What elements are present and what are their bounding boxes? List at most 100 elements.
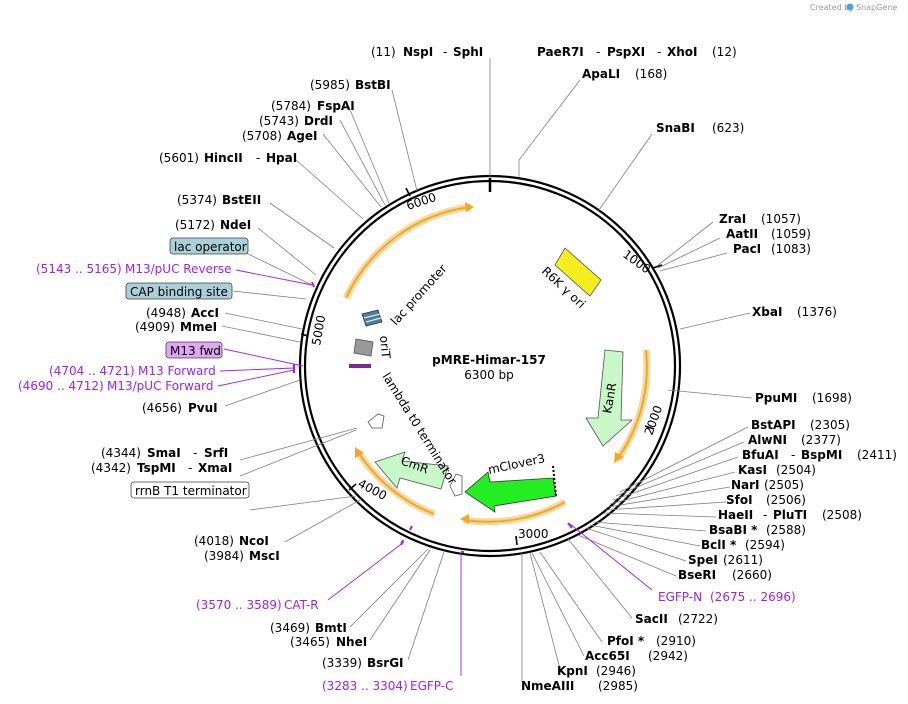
m13-fwd-box — [165, 341, 223, 359]
ndei-label: NdeI — [220, 218, 251, 232]
sacii-position: (2722) — [678, 612, 718, 626]
primer-leader-lines — [217, 269, 653, 676]
sacii-label: SacII — [635, 612, 668, 626]
separator-dash: - — [657, 45, 661, 59]
mmei-position: (4909) — [135, 320, 175, 334]
spei-position: (2611) — [723, 553, 763, 567]
tspmi-label: TspMI — [137, 461, 176, 475]
msci-position: (3984) — [204, 549, 244, 563]
bsrgi-label: BsrGI — [367, 656, 404, 670]
orit-feature — [353, 338, 374, 357]
pluti-label: PluTI — [773, 508, 807, 522]
hpai-label: HpaI — [266, 151, 297, 165]
pfoi-label: PfoI * — [607, 634, 645, 648]
alwni-label: AlwNI — [748, 433, 787, 447]
terminator-arrow-1 — [449, 473, 463, 497]
bspmi-position: (2411) — [857, 448, 897, 462]
m13-puc-forward-position: (4690 .. 4712) — [18, 379, 104, 393]
acc65i-label: Acc65I — [585, 649, 630, 663]
mmei-label: MmeI — [180, 320, 217, 334]
paci-position: (1083) — [771, 242, 811, 256]
bfuai-label: BfuAI — [742, 448, 779, 462]
snabi-position: (623) — [712, 121, 744, 135]
plasmid-size: 6300 bp — [464, 368, 514, 382]
srfi-label: SrfI — [204, 446, 228, 460]
bstbi-position: (5985) — [310, 78, 350, 92]
apali-position: (168) — [635, 67, 667, 81]
ppumi-label: PpuMI — [755, 391, 797, 405]
rrnb-t1-terminator-label: rrnB T1 terminator — [135, 484, 247, 498]
pvui-label: PvuI — [188, 401, 218, 415]
mclover3-label: mClover3 — [487, 451, 546, 477]
kanr-feature — [585, 349, 634, 447]
sphi-label: SphI — [453, 45, 483, 59]
kasi-label: KasI — [738, 463, 767, 477]
hincii-position: (5601) — [159, 151, 199, 165]
aatii-label: AatII — [726, 227, 758, 241]
m13-forward-label: M13 Forward — [138, 364, 216, 378]
xbai-label: XbaI — [752, 305, 782, 319]
bstbi-label: BstBI — [355, 78, 391, 92]
hincii-label: HincII — [204, 151, 243, 165]
mclover3-feature — [464, 471, 557, 513]
egfp-n-label: EGFP-N — [658, 590, 702, 604]
nari-label: NarI — [731, 478, 760, 492]
terminator-arrow-2 — [367, 413, 385, 429]
r6k-ori-feature — [554, 247, 602, 297]
haeii-label: HaeII — [718, 508, 753, 522]
drdi-label: DrdI — [304, 114, 333, 128]
pspxi-label: PspXI — [607, 45, 645, 59]
drdi-position: (5743) — [259, 114, 299, 128]
kanr-label: KanR — [600, 382, 619, 415]
nmeaiii-label: NmeAIII — [521, 679, 574, 693]
leader-lines — [221, 58, 753, 682]
separator-dash: - — [256, 151, 260, 165]
tick-marks — [300, 187, 663, 546]
aatii-position: (1059) — [771, 227, 811, 241]
kpni-label: KpnI — [557, 664, 588, 678]
separator-dash: - — [188, 461, 192, 475]
spei-label: SpeI — [688, 553, 718, 567]
ppumi-position: (1698) — [812, 391, 852, 405]
egfp-n-position: (2675 .. 2696) — [710, 590, 796, 604]
bcli-position: (2594) — [745, 538, 785, 552]
separator-dash: - — [763, 508, 767, 522]
acci-label: AccI — [191, 306, 219, 320]
nspi-position: (11) — [371, 45, 396, 59]
zrai-label: ZraI — [719, 212, 746, 226]
nhei-position: (3465) — [290, 635, 330, 649]
ncoi-label: NcoI — [239, 534, 269, 548]
zrai-position: (1057) — [761, 212, 801, 226]
acc65i-position: (2942) — [648, 649, 688, 663]
alwni-position: (2377) — [801, 433, 841, 447]
lac-promoter-label: lac promoter — [388, 262, 450, 328]
separator-dash: - — [791, 448, 795, 462]
smai-position: (4344) — [101, 446, 141, 460]
bspmi-label: BspMI — [801, 448, 842, 462]
cat-r-position: (3570 .. 3589) — [196, 598, 282, 612]
acci-position: (4948) — [146, 306, 186, 320]
nhei-label: NheI — [336, 635, 367, 649]
snabi-label: SnaBI — [656, 121, 695, 135]
bsteii-label: BstEII — [222, 193, 261, 207]
bsteii-position: (5374) — [177, 193, 217, 207]
sfoi-position: (2506) — [766, 493, 806, 507]
plasmid-name: pMRE-Himar-157 — [432, 353, 546, 367]
kpni-position: (2946) — [596, 664, 636, 678]
paci-label: PacI — [733, 242, 761, 256]
msci-label: MscI — [249, 549, 280, 563]
cmr-feature — [374, 451, 449, 490]
apali-label: ApaLI — [582, 67, 620, 81]
tspmi-position: (4342) — [91, 461, 131, 475]
nari-position: (2505) — [764, 478, 804, 492]
nmeaiii-position: (2985) — [598, 679, 638, 693]
bcli-label: BclI * — [701, 538, 737, 552]
tick-label-5000: 5000 — [309, 314, 328, 347]
ncoi-position: (4018) — [194, 534, 234, 548]
nspi-label: NspI — [403, 45, 433, 59]
orf-arc-top — [342, 203, 471, 300]
bstapi-position: (2305) — [810, 418, 850, 432]
paer7i-label: PaeR7I — [537, 45, 584, 59]
egfp-c-label: EGFP-C — [410, 679, 453, 693]
